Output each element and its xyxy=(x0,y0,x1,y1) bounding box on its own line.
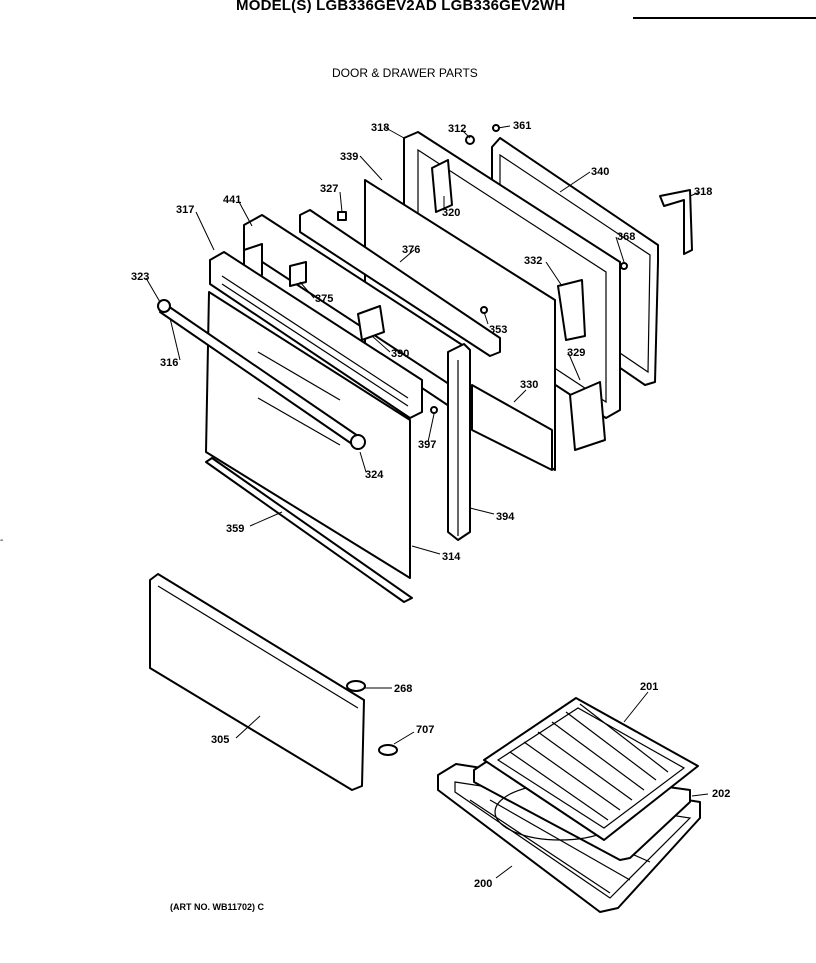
part-268-bumper xyxy=(346,680,366,692)
callout-707: 707 xyxy=(416,724,434,736)
part-314-outer-door-panel xyxy=(205,291,411,579)
model-title: MODEL(S) LGB336GEV2AD LGB336GEV2WH xyxy=(236,0,566,14)
callout-316: 316 xyxy=(160,357,178,369)
part-323-end-cap xyxy=(157,299,171,313)
margin-mark: - xyxy=(0,535,4,546)
callout-376: 376 xyxy=(402,244,420,256)
section-title: DOOR & DRAWER PARTS xyxy=(332,66,478,80)
part-368-screw xyxy=(620,262,628,270)
header-rule xyxy=(633,17,816,19)
callout-361: 361 xyxy=(513,120,531,132)
part-318-hinge-spring xyxy=(659,189,693,255)
part-375-bracket xyxy=(289,261,307,287)
callout-397: 397 xyxy=(418,439,436,451)
callout-441: 441 xyxy=(223,194,241,206)
part-329-bracket xyxy=(569,381,606,451)
callout-353: 353 xyxy=(489,324,507,336)
callout-317: 317 xyxy=(176,204,194,216)
part-312-screw xyxy=(465,135,475,145)
callout-340: 340 xyxy=(591,166,609,178)
part-394-side-channel xyxy=(447,343,471,541)
small-hardware xyxy=(289,124,693,756)
part-390-latch xyxy=(357,305,385,341)
part-330-liner-tab xyxy=(471,384,553,471)
callout-200: 200 xyxy=(474,878,492,890)
callout-339: 339 xyxy=(340,151,358,163)
part-397-screw xyxy=(430,406,438,414)
part-324-end-cap xyxy=(350,434,366,450)
callout-332: 332 xyxy=(524,255,542,267)
callout-268: 268 xyxy=(394,683,412,695)
part-305-drawer-front xyxy=(149,573,365,791)
part-332-hinge xyxy=(557,279,586,341)
part-376-insulation xyxy=(299,209,501,357)
callout-318-hinge: 318 xyxy=(694,186,712,198)
part-320-hinge-bracket xyxy=(431,159,453,213)
callout-305: 305 xyxy=(211,734,229,746)
callout-314: 314 xyxy=(442,551,461,563)
callout-327: 327 xyxy=(320,183,338,195)
part-201-broil-grid xyxy=(483,697,699,841)
callout-324: 324 xyxy=(365,469,384,481)
callout-330: 330 xyxy=(520,379,538,391)
callout-394: 394 xyxy=(496,511,515,523)
callout-329: 329 xyxy=(567,347,585,359)
part-317-top-trim xyxy=(209,251,423,419)
callout-368: 368 xyxy=(617,231,635,243)
art-number: (ART NO. WB11702) C xyxy=(170,902,265,912)
part-359-bottom-trim xyxy=(205,457,413,603)
callout-320: 320 xyxy=(442,207,460,219)
callout-390: 390 xyxy=(391,348,409,360)
part-707-glide xyxy=(378,744,398,756)
callout-312: 312 xyxy=(448,123,466,135)
callout-375: 375 xyxy=(315,293,333,305)
callout-359: 359 xyxy=(226,523,244,535)
leader-lines xyxy=(145,125,709,879)
part-327-clip xyxy=(337,211,347,221)
callout-202: 202 xyxy=(712,788,730,800)
callout-318: 318 xyxy=(371,122,389,134)
callout-201: 201 xyxy=(640,681,658,693)
callout-323: 323 xyxy=(131,271,149,283)
